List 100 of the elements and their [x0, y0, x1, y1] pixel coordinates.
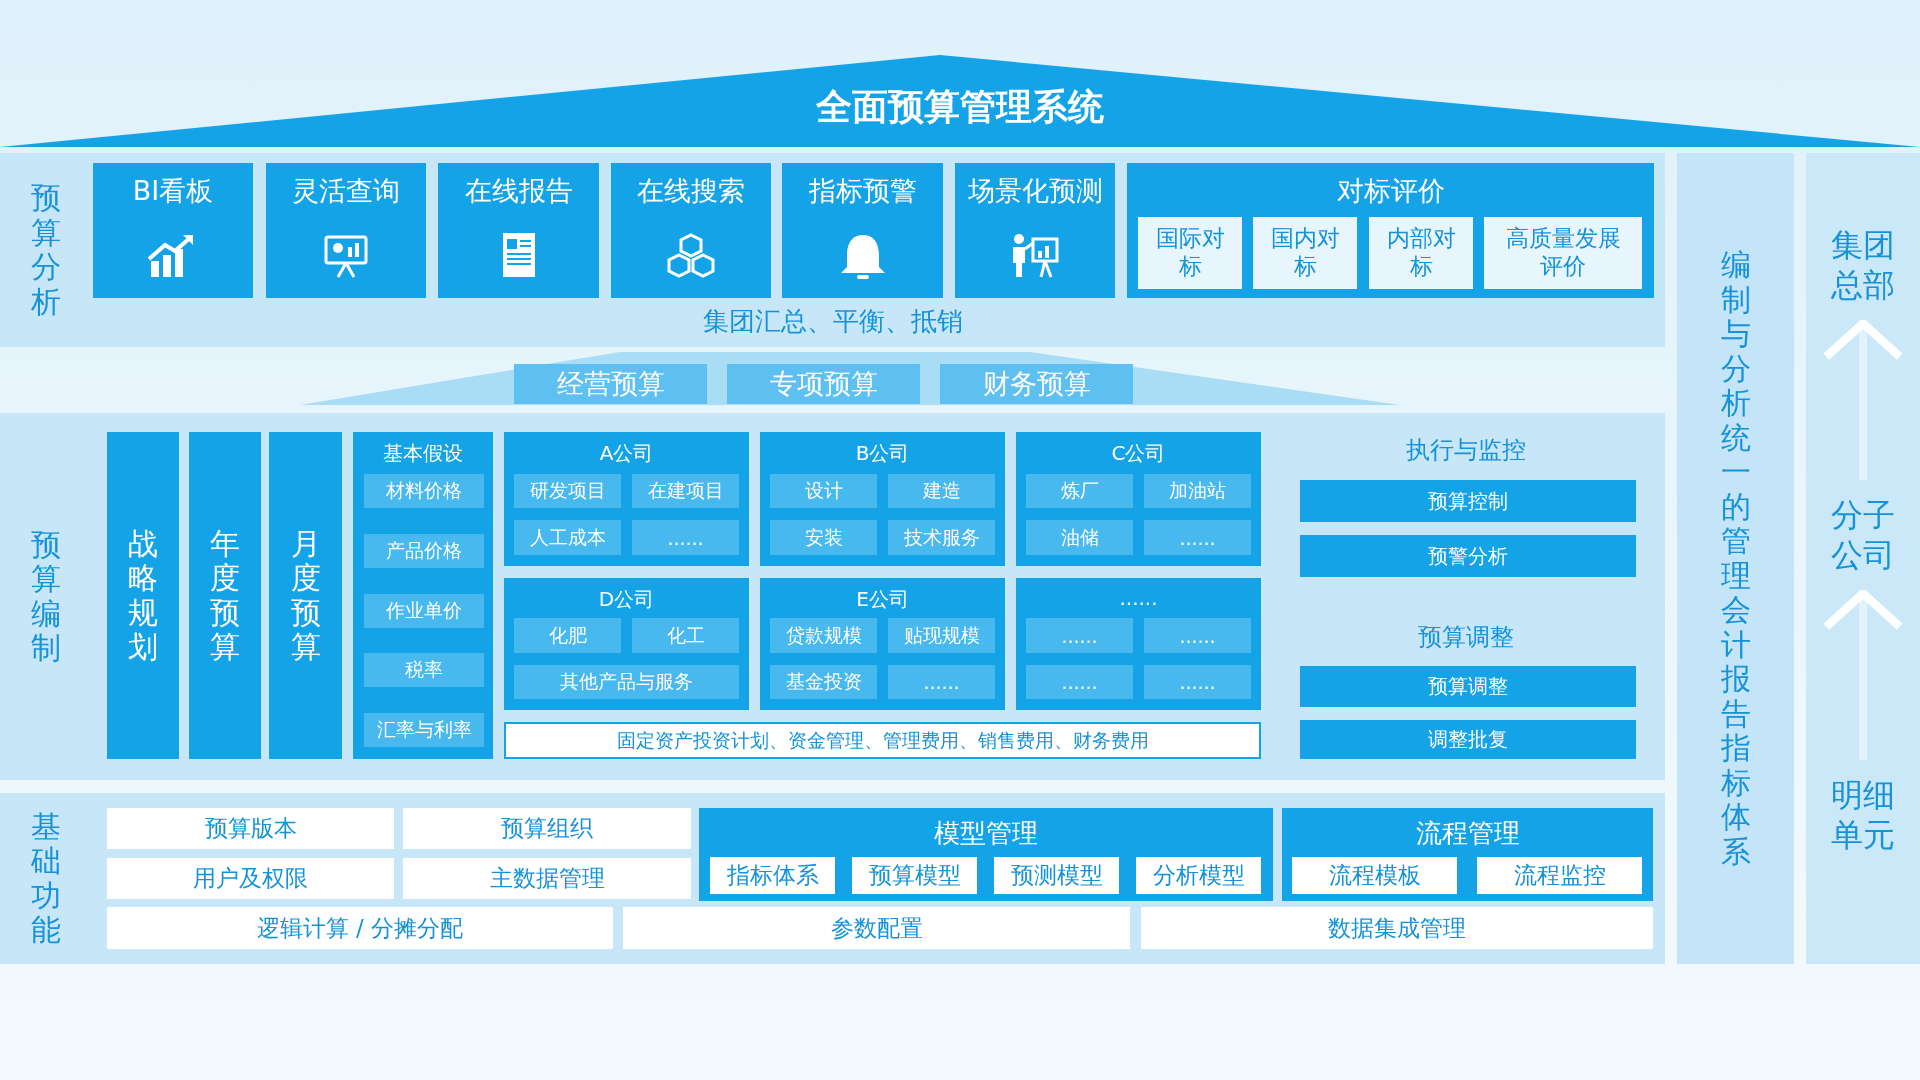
- item-box: 作业单价: [364, 594, 484, 628]
- item-box: ......: [1144, 665, 1251, 699]
- feature-tile: [611, 163, 771, 298]
- benchmark-panel: [1127, 163, 1654, 298]
- item-box: 设计: [770, 474, 877, 508]
- benchmark-box: 内部对标: [1369, 217, 1473, 289]
- group-panel: [504, 578, 749, 710]
- level-label: 集团总部: [1806, 210, 1920, 320]
- function-box: 逻辑计算 / 分摊分配: [107, 907, 613, 949]
- item-box: 研发项目: [514, 474, 621, 508]
- control-item: 预警分析: [1300, 535, 1636, 577]
- control-item: 预算控制: [1300, 480, 1636, 522]
- group-panel: [760, 578, 1005, 710]
- group-panel: [353, 432, 493, 759]
- item-box: ......: [1026, 618, 1133, 653]
- item-box: ......: [1144, 520, 1251, 555]
- feature-tile: [438, 163, 599, 298]
- chevron-arrow: [1822, 319, 1904, 480]
- tile-title: 指标预警: [807, 174, 918, 208]
- item-box: 产品价格: [364, 534, 484, 568]
- panel-title: D公司: [597, 586, 656, 613]
- function-box: 分析模型: [1136, 857, 1261, 894]
- item-box: 建造: [888, 474, 995, 508]
- function-box: 预算模型: [852, 857, 977, 894]
- panel-title: ......: [1118, 586, 1159, 610]
- panel-title: 基本假设: [382, 440, 464, 467]
- level-label: 分子公司: [1806, 480, 1920, 590]
- item-box: 技术服务: [888, 520, 995, 555]
- benchmark-box: 国内对标: [1253, 217, 1357, 289]
- expense-bar: 固定资产投资计划、资金管理、管理费用、销售费用、财务费用: [504, 722, 1261, 759]
- section-label: 预算编制: [30, 527, 62, 666]
- function-box: 参数配置: [623, 907, 1130, 949]
- control-item: 预算调整: [1300, 666, 1636, 707]
- item-box: 人工成本: [514, 520, 621, 555]
- section-label: 基础功能: [30, 809, 62, 948]
- feature-tile: [266, 163, 426, 298]
- item-box: 汇率与利率: [364, 713, 484, 747]
- item-box: 材料价格: [364, 474, 484, 508]
- control-item: 调整批复: [1300, 720, 1636, 759]
- benchmark-box: 高质量发展评价: [1484, 217, 1642, 289]
- indicator-column: 编制与分析统一的管理会计报告指标体系: [1677, 153, 1794, 964]
- item-box: 贷款规模: [770, 618, 877, 653]
- item-box: ......: [888, 665, 995, 699]
- function-box: 指标体系: [710, 857, 835, 894]
- section-band: [0, 793, 1665, 964]
- tile-title: 对标评价: [1335, 174, 1446, 208]
- group-panel: [1016, 578, 1261, 710]
- panel-title: B公司: [854, 440, 911, 467]
- panel-title: 模型管理: [933, 817, 1039, 850]
- group-panel: [699, 808, 1273, 901]
- section-band: [0, 413, 1665, 780]
- budget-type-box: 专项预算: [727, 364, 920, 404]
- item-box: ......: [1144, 618, 1251, 653]
- item-box: 贴现规模: [888, 618, 995, 653]
- function-box: 流程监控: [1477, 857, 1642, 894]
- summary-text: 集团汇总、平衡、抵销: [701, 305, 964, 338]
- panel-title: 流程管理: [1414, 817, 1521, 850]
- section-label: 预算分析: [30, 181, 62, 319]
- item-box: 税率: [364, 653, 484, 687]
- function-box: 预测模型: [994, 857, 1119, 894]
- item-box: ......: [1026, 665, 1133, 699]
- tile-title: 灵活查询: [291, 174, 401, 208]
- function-box: 数据集成管理: [1141, 907, 1653, 949]
- panel-title: C公司: [1110, 440, 1167, 467]
- budget-type-box: 经营预算: [514, 364, 707, 404]
- function-box: 主数据管理: [403, 858, 691, 899]
- feature-tile: [93, 163, 253, 298]
- item-box: 在建项目: [632, 474, 739, 508]
- function-box: 流程模板: [1292, 857, 1457, 894]
- tile-title: BI看板: [131, 174, 215, 208]
- tile-title: 在线报告: [463, 174, 574, 208]
- group-panel: [1282, 808, 1653, 901]
- item-box: ......: [632, 520, 739, 555]
- system-title: 全面预算管理系统: [815, 85, 1105, 129]
- group-panel: [504, 432, 749, 566]
- item-box: 安装: [770, 520, 877, 555]
- item-box: 化肥: [514, 618, 621, 653]
- group-panel: [760, 432, 1005, 566]
- tile-title: 场景化预测: [966, 174, 1104, 208]
- section-band: [0, 153, 1665, 347]
- function-box: 用户及权限: [107, 858, 394, 899]
- tile-title: 在线搜索: [636, 174, 746, 208]
- function-box: 预算组织: [403, 808, 691, 849]
- group-panel: [1016, 432, 1261, 566]
- chevron-arrow: [1822, 589, 1904, 760]
- panel-title: A公司: [598, 440, 655, 467]
- item-box: 化工: [632, 618, 739, 653]
- item-box: 加油站: [1144, 474, 1251, 508]
- plan-bar: 月度预算: [269, 432, 342, 759]
- plan-bar: 年度预算: [189, 432, 261, 759]
- function-box: 预算版本: [107, 808, 394, 849]
- budget-type-box: 财务预算: [940, 364, 1133, 404]
- item-box: 油储: [1026, 520, 1133, 555]
- panel-title: E公司: [855, 586, 910, 613]
- benchmark-box: 国际对标: [1138, 217, 1242, 289]
- item-box: 其他产品与服务: [514, 665, 739, 699]
- item-box: 炼厂: [1026, 474, 1133, 508]
- panel-title: 执行与监控: [1405, 435, 1527, 466]
- feature-tile: [955, 163, 1115, 298]
- item-box: 基金投资: [770, 665, 877, 699]
